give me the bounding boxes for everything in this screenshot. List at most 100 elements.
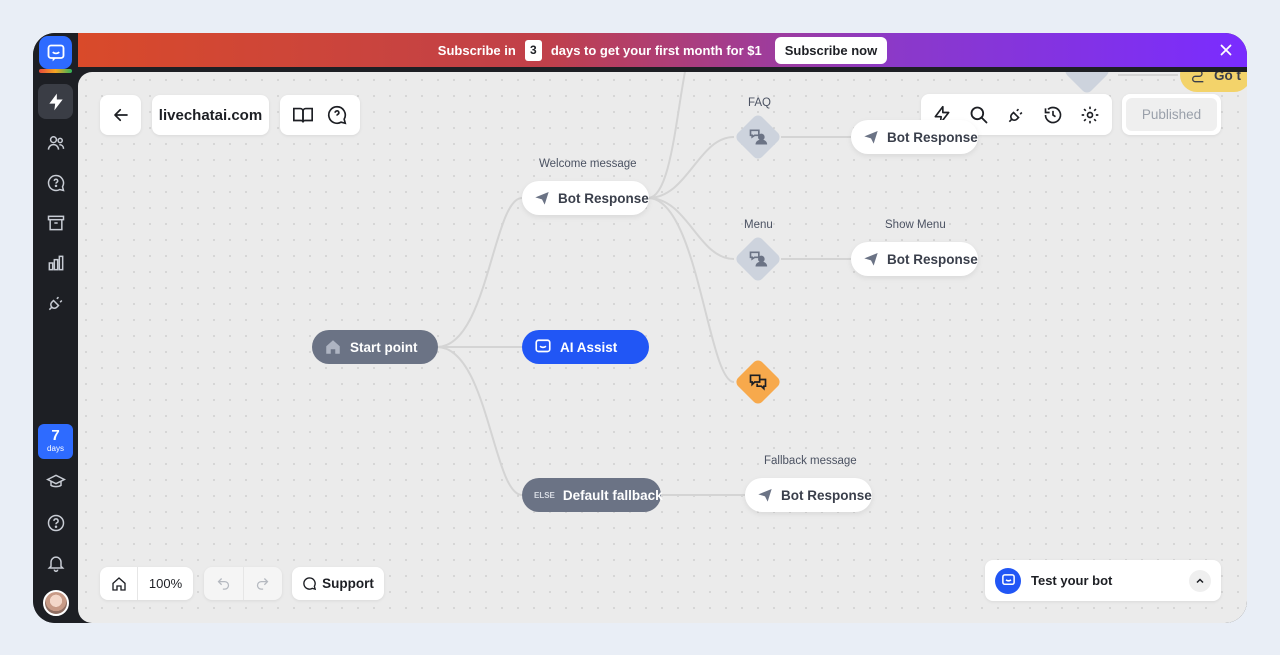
help-circle-icon bbox=[47, 514, 64, 531]
settings-button[interactable] bbox=[1071, 96, 1108, 133]
bot-avatar bbox=[995, 567, 1021, 594]
support-label: Support bbox=[322, 576, 374, 591]
search-button[interactable] bbox=[960, 96, 997, 133]
bell-icon bbox=[47, 555, 64, 572]
undo-redo-controls bbox=[204, 567, 282, 600]
sidebar-item-contacts[interactable] bbox=[38, 125, 73, 160]
book-icon[interactable] bbox=[292, 104, 314, 126]
fallback-bot-response-label: Bot Response bbox=[781, 487, 872, 503]
graduation-cap-icon bbox=[45, 473, 66, 487]
history-button[interactable] bbox=[1034, 96, 1071, 133]
user-chat-icon bbox=[741, 242, 775, 276]
default-fallback-node[interactable]: ELSE Default fallback bbox=[522, 478, 663, 512]
welcome-bot-response-node[interactable]: Bot Response bbox=[522, 181, 649, 215]
home-icon bbox=[324, 338, 342, 356]
goto-icon bbox=[1190, 72, 1206, 83]
user-chat-icon bbox=[741, 120, 775, 154]
flow-canvas[interactable]: livechatai.com Published bbox=[78, 72, 1247, 623]
fallback-bot-response-node[interactable]: Bot Response bbox=[745, 478, 872, 512]
history-icon bbox=[1044, 106, 1061, 123]
faq-bot-response-label: Bot Response bbox=[887, 129, 978, 145]
faq-bot-response-node[interactable]: Bot Response bbox=[851, 120, 978, 154]
published-button[interactable]: Published bbox=[1126, 98, 1217, 131]
sidebar-item-flows[interactable] bbox=[38, 84, 73, 119]
trial-days-unit: days bbox=[47, 444, 64, 453]
banner-prefix: Subscribe in bbox=[437, 42, 516, 58]
welcome-bot-response-label: Bot Response bbox=[558, 190, 649, 206]
fallback-message-label: Fallback message bbox=[764, 455, 857, 467]
arrow-left-icon bbox=[113, 108, 128, 122]
faq-label: FAQ bbox=[748, 97, 772, 109]
redo-button[interactable] bbox=[244, 567, 283, 600]
home-view-button[interactable] bbox=[100, 567, 138, 600]
logo-stripe bbox=[39, 69, 72, 73]
subscribe-now-button[interactable]: Subscribe now bbox=[774, 36, 888, 64]
archive-icon bbox=[47, 215, 64, 230]
menu-label: Menu bbox=[744, 219, 773, 231]
plug-icon bbox=[1008, 108, 1022, 122]
ai-assist-label: AI Assist bbox=[560, 339, 618, 355]
sidebar-item-integrations[interactable] bbox=[38, 285, 73, 320]
goto-label: Go t bbox=[1214, 72, 1241, 83]
lightning-icon bbox=[48, 93, 63, 110]
chat-bot-icon bbox=[1001, 574, 1015, 585]
test-your-bot-panel[interactable]: Test your bot bbox=[985, 560, 1221, 601]
expand-test-bot-button[interactable] bbox=[1189, 569, 1211, 592]
header-tools bbox=[280, 95, 360, 135]
chat-bubble-icon bbox=[303, 577, 317, 591]
test-your-bot-label: Test your bot bbox=[1031, 573, 1113, 588]
published-container: Published bbox=[1122, 94, 1221, 135]
show-menu-label: Show Menu bbox=[885, 219, 946, 231]
else-tag: ELSE bbox=[534, 490, 555, 500]
banner-days-count: 3 bbox=[524, 39, 542, 61]
default-fallback-label: Default fallback bbox=[562, 487, 663, 503]
back-button[interactable] bbox=[100, 95, 141, 135]
ai-assist-node[interactable]: AI Assist bbox=[522, 330, 649, 364]
gear-icon bbox=[1081, 106, 1098, 123]
send-icon bbox=[863, 129, 879, 145]
sidebar-item-chats[interactable] bbox=[38, 165, 73, 200]
app-logo[interactable] bbox=[39, 36, 72, 69]
chat-logo-icon bbox=[47, 44, 64, 61]
send-icon bbox=[534, 190, 550, 206]
banner-suffix: days to get your first month for $1 bbox=[550, 42, 762, 58]
goto-node[interactable]: Go t bbox=[1180, 72, 1247, 92]
sidebar: 7 days bbox=[33, 33, 78, 623]
integrations-button[interactable] bbox=[997, 96, 1034, 133]
chevron-up-icon bbox=[1196, 577, 1204, 583]
conversation-icon bbox=[741, 365, 775, 399]
send-icon bbox=[863, 251, 879, 267]
promo-banner: Subscribe in 3 days to get your first mo… bbox=[78, 33, 1247, 67]
zoom-level[interactable]: 100% bbox=[148, 576, 183, 591]
sidebar-item-academy[interactable] bbox=[38, 464, 73, 499]
app-window: 7 days Subscribe in 3 days to get your f… bbox=[33, 33, 1247, 623]
close-icon[interactable] bbox=[1217, 41, 1235, 59]
home-icon bbox=[111, 576, 126, 591]
welcome-message-label: Welcome message bbox=[539, 158, 637, 170]
show-menu-bot-response-node[interactable]: Bot Response bbox=[851, 242, 978, 276]
bar-chart-icon bbox=[48, 255, 63, 270]
plug-icon bbox=[48, 296, 62, 310]
trial-badge[interactable]: 7 days bbox=[38, 424, 73, 459]
support-button[interactable]: Support bbox=[292, 567, 384, 600]
flow-connectors bbox=[436, 72, 1178, 496]
chat-question-icon[interactable] bbox=[326, 104, 348, 126]
sidebar-item-notifications[interactable] bbox=[38, 545, 73, 580]
avatar[interactable] bbox=[43, 590, 69, 616]
site-name[interactable]: livechatai.com bbox=[152, 95, 269, 135]
search-icon bbox=[970, 106, 987, 123]
undo-icon bbox=[217, 578, 229, 590]
start-point-node[interactable]: Start point bbox=[312, 330, 438, 364]
sidebar-item-reports[interactable] bbox=[38, 245, 73, 280]
sidebar-item-archive[interactable] bbox=[38, 205, 73, 240]
trial-days-count: 7 bbox=[51, 427, 60, 444]
redo-icon bbox=[257, 578, 269, 590]
users-icon bbox=[47, 135, 64, 150]
send-icon bbox=[757, 487, 773, 503]
chat-question-icon bbox=[47, 174, 65, 192]
undo-button[interactable] bbox=[204, 567, 244, 600]
show-menu-bot-response-label: Bot Response bbox=[887, 251, 978, 267]
zoom-controls: 100% bbox=[100, 567, 193, 600]
sidebar-item-help[interactable] bbox=[38, 505, 73, 540]
start-point-label: Start point bbox=[350, 339, 418, 355]
